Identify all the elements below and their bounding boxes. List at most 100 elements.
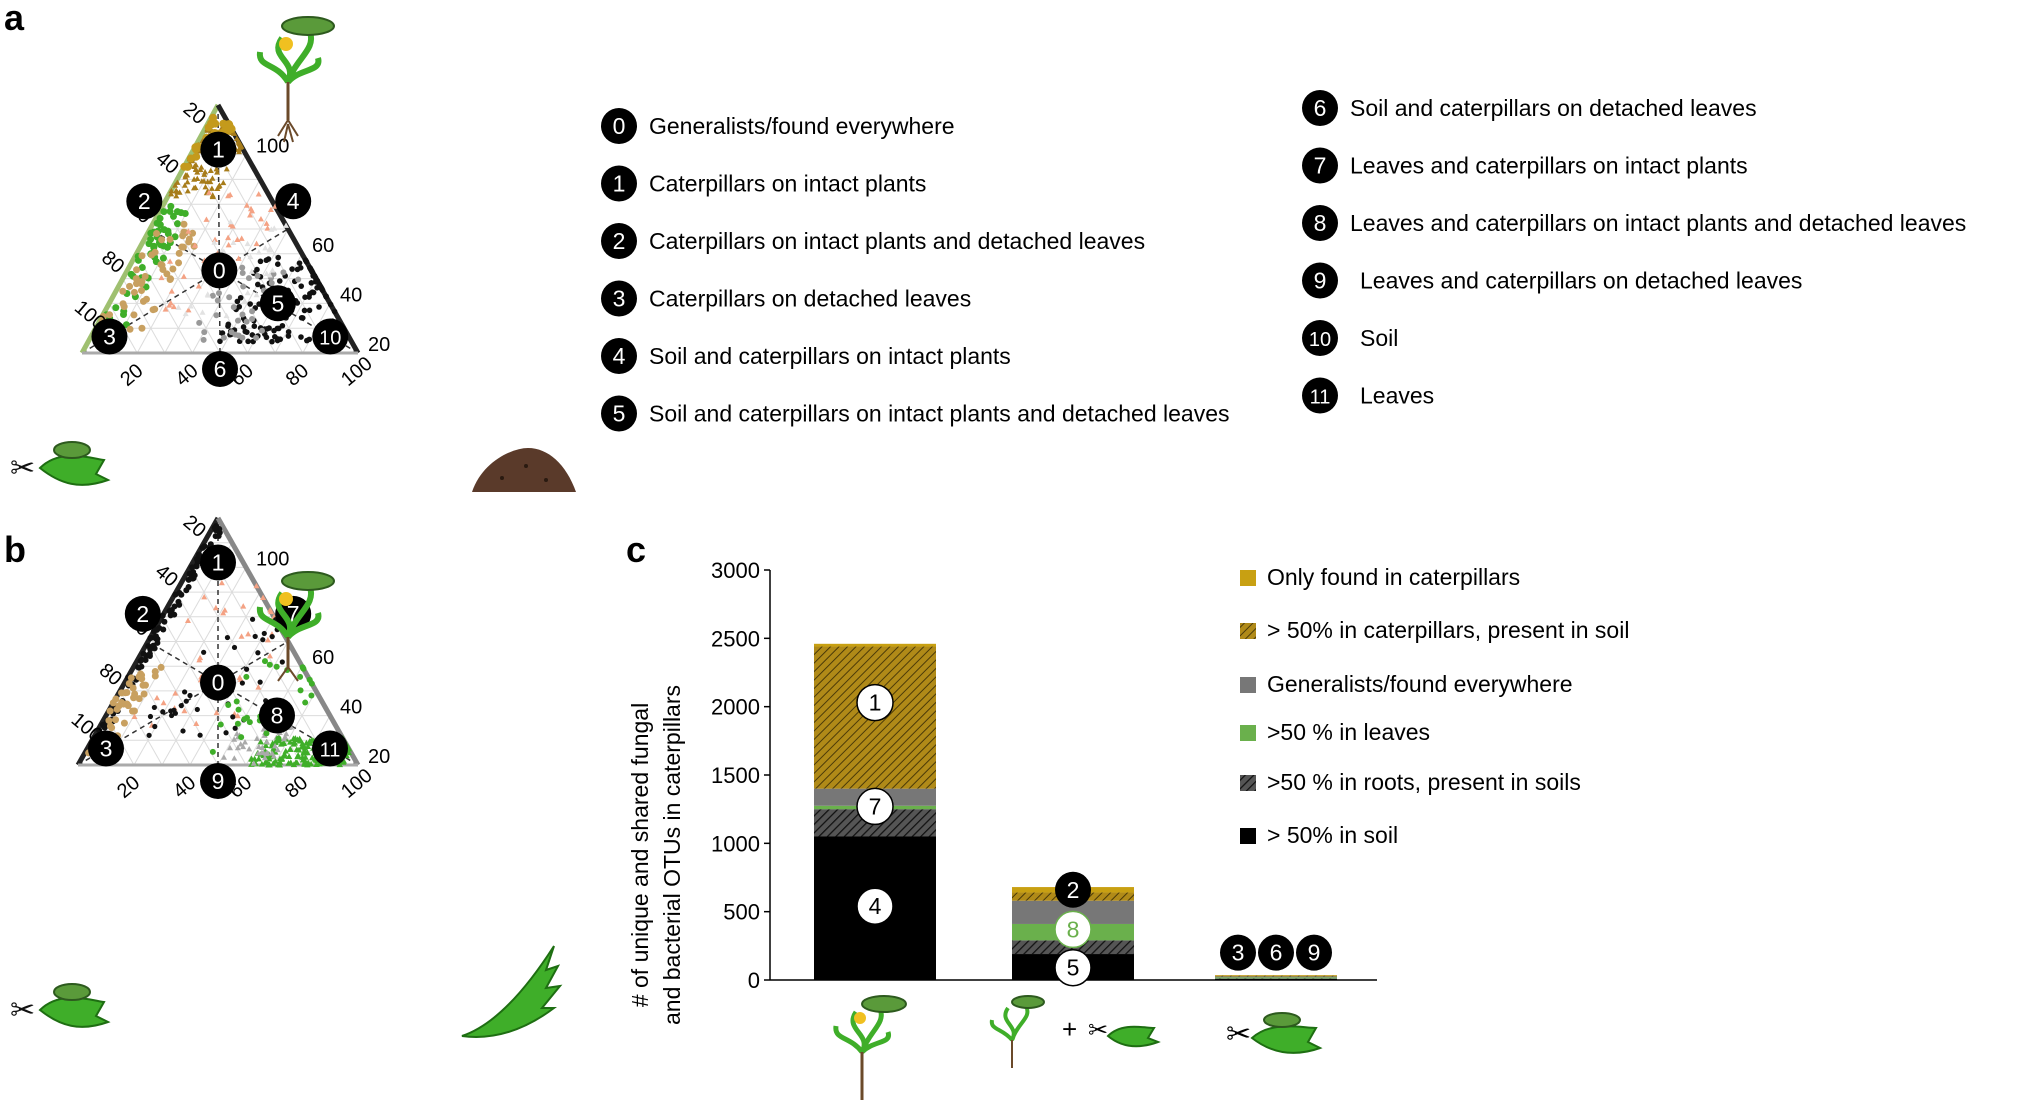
otu-point (263, 257, 270, 264)
otu-point (109, 699, 117, 707)
otu-point (299, 664, 306, 671)
otu-point (121, 689, 129, 697)
tick-label-right: 100 (256, 548, 289, 570)
marker-label: 8 (271, 702, 284, 728)
otu-point (231, 644, 238, 651)
otu-point (314, 278, 321, 284)
region-marker-2: 2 (124, 595, 161, 632)
otu-point (160, 626, 167, 633)
otu-point (197, 732, 203, 738)
otu-point (233, 730, 240, 737)
otu-point (294, 266, 301, 273)
otu-point (301, 307, 308, 314)
otu-point (181, 707, 188, 714)
otu-point (224, 634, 231, 641)
otu-point (130, 288, 138, 296)
bar-marker-4: 4 (856, 887, 894, 925)
otu-point (255, 755, 262, 762)
svg-text:✂: ✂ (1088, 1017, 1108, 1044)
otu-point (225, 234, 232, 241)
otu-point (237, 741, 244, 747)
otu-point (269, 634, 275, 640)
otu-point (243, 318, 250, 325)
otu-point (184, 617, 191, 624)
otu-point (191, 572, 198, 579)
y-axis-label-line2: and bacterial OTUs in caterpillars (659, 685, 685, 1025)
otu-point (266, 652, 273, 659)
otu-point (142, 295, 150, 303)
otu-point (234, 712, 241, 719)
marker-label: 3 (100, 736, 113, 762)
otu-point (279, 322, 286, 329)
otu-point (302, 699, 309, 706)
marker-label: 6 (214, 356, 227, 382)
legend-marker-1: 1 (601, 165, 637, 202)
otu-point (173, 192, 180, 199)
otu-point (307, 290, 313, 297)
otu-point (317, 283, 324, 289)
otu-point (287, 759, 294, 766)
otu-point (234, 720, 241, 727)
otu-point (263, 334, 270, 341)
otu-point (274, 261, 281, 268)
otu-point (194, 706, 200, 713)
otu-point (255, 249, 262, 255)
otu-point (215, 290, 222, 297)
otu-point (191, 143, 200, 152)
otu-point (277, 336, 284, 343)
otu-point (286, 746, 294, 752)
otu-point (185, 583, 192, 590)
otu-point (207, 167, 214, 174)
otu-point (185, 238, 193, 246)
otu-point (255, 743, 262, 750)
otu-point (263, 220, 270, 226)
otu-point (153, 626, 160, 633)
otu-point (101, 724, 108, 731)
otu-point (166, 608, 173, 615)
otu-point (265, 761, 272, 768)
otu-point (289, 266, 295, 272)
otu-point (228, 329, 235, 336)
legend-a-text: Leaves and caterpillars on intact plants… (1350, 210, 1966, 236)
bar-marker-2: 2 (1055, 871, 1091, 908)
marker-label: 7 (1314, 153, 1327, 179)
tick-label-right: 60 (312, 235, 334, 257)
tick-label-right: 20 (368, 746, 390, 768)
otu-point (172, 690, 179, 696)
region-marker-1: 1 (200, 131, 237, 168)
otu-point (168, 191, 175, 197)
region-marker-3: 3 (91, 318, 128, 355)
leaf-icon (461, 945, 563, 1038)
legend-c-swatch (1240, 677, 1256, 693)
otu-point (323, 293, 329, 300)
marker-label: 2 (138, 188, 151, 214)
otu-point (242, 328, 249, 335)
otu-point (223, 312, 230, 319)
otu-point (308, 680, 315, 687)
otu-point (237, 294, 244, 301)
bar-marker-8: 8 (1054, 910, 1092, 949)
otu-point (160, 709, 166, 715)
otu-point (261, 754, 268, 761)
otu-point (120, 303, 128, 311)
otu-point (319, 287, 326, 294)
otu-point (151, 667, 159, 675)
otu-point (280, 735, 287, 742)
otu-point (147, 713, 154, 720)
otu-point (268, 226, 275, 232)
tick-label-bottom: 20 (113, 772, 144, 803)
otu-point (241, 298, 248, 305)
otu-point (285, 753, 293, 759)
otu-point (201, 543, 208, 550)
otu-point (182, 310, 189, 317)
otu-point (213, 312, 220, 319)
legend-a-text: Soil and caterpillars on detached leaves (1350, 95, 1757, 121)
otu-point (138, 264, 146, 272)
bar-marker-1: 1 (856, 683, 894, 722)
svg-text:✂: ✂ (10, 452, 35, 485)
otu-point (255, 650, 261, 656)
otu-point (239, 264, 246, 271)
otu-point (257, 679, 263, 685)
otu-point (261, 658, 268, 665)
